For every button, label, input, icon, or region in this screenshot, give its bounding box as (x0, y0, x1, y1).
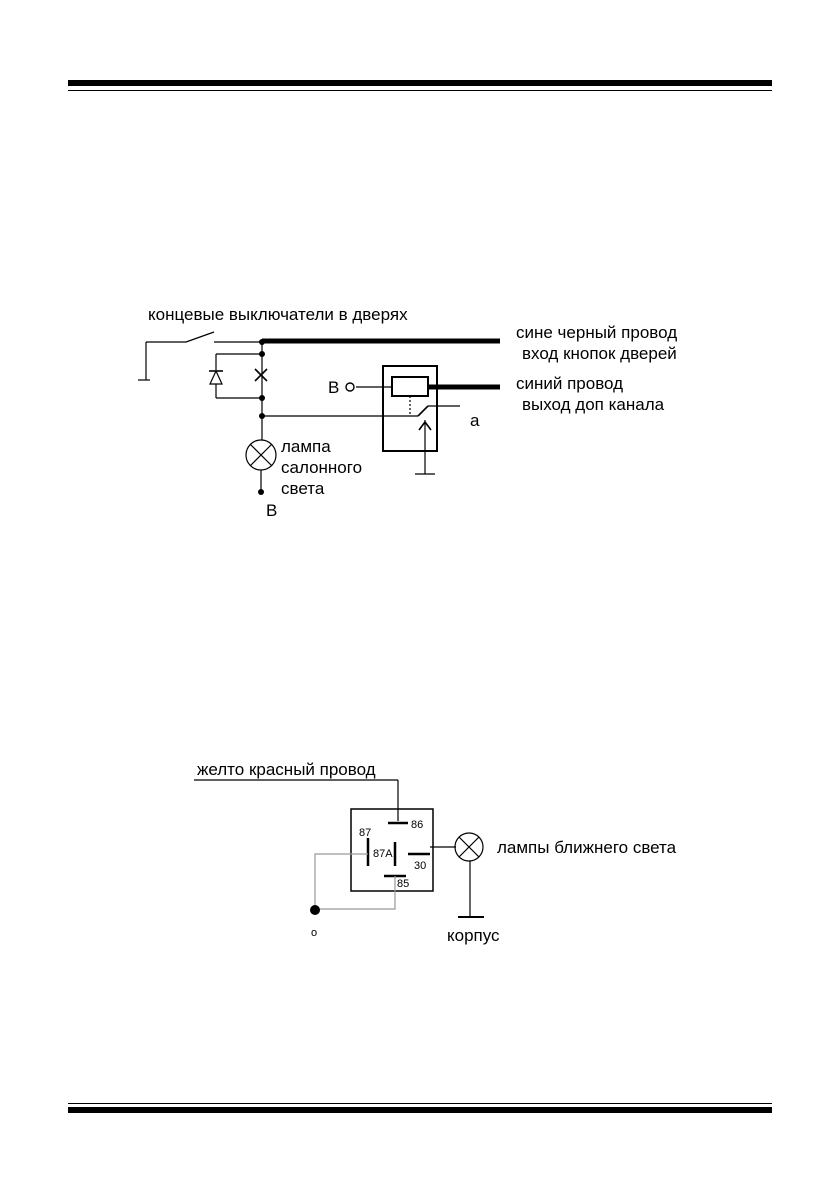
junction-dot (259, 395, 265, 401)
lamp-bottom-terminal-label: B (266, 501, 277, 520)
header-rule-thick (68, 80, 772, 86)
interior-light-diagram (138, 331, 500, 492)
pin-85-label: 85 (397, 878, 409, 890)
lamp-cross (458, 836, 480, 858)
lamp-cross (249, 443, 273, 467)
junction-dot (258, 489, 264, 495)
pin-30-label: 30 (414, 860, 426, 872)
ground-label: корпус (447, 926, 500, 945)
lamp-label-2: салонного (281, 458, 362, 477)
pin-87-label: 87 (359, 827, 371, 839)
lamp-label-1: лампа (281, 437, 331, 456)
junction-dot (259, 339, 265, 345)
low-beam-lamps-label: лампы ближнего света (497, 838, 677, 857)
ground-terminal-dot (310, 905, 320, 915)
blue-black-wire-label-1: сине черный провод (516, 323, 677, 342)
pin-86-label: 86 (411, 819, 423, 831)
blue-wire-label-2: выход доп канала (522, 395, 665, 414)
footer-rule-thin (68, 1103, 772, 1104)
relay-box (382, 365, 438, 452)
low-beam-relay-diagram (194, 779, 484, 918)
blue-wire-label-1: синий провод (516, 374, 623, 393)
diode-symbol (209, 369, 223, 385)
relay-arrow (418, 420, 432, 431)
junction-dot (259, 351, 265, 357)
door-switch-blade (185, 331, 215, 343)
footer-rule-thick (68, 1107, 772, 1113)
relay-coil (391, 376, 429, 397)
junction-dots (258, 339, 265, 495)
relay-coil-terminal-label: B (328, 378, 339, 397)
coil-terminal (345, 382, 355, 392)
low-beam-lamp-circle (454, 832, 484, 862)
door-switches-label: концевые выключатели в дверях (148, 305, 408, 324)
pin87-wire (314, 853, 368, 908)
relay-contact-label: a (470, 411, 480, 430)
junction-dot (259, 413, 265, 419)
blue-black-wire-label-2: вход кнопок дверей (522, 344, 677, 363)
relay-contact-blade (417, 405, 429, 417)
relay-box-2 (350, 808, 434, 892)
pin85-wire (318, 876, 396, 910)
lamp-label-3: света (281, 479, 325, 498)
header-rule-thin (68, 90, 772, 91)
jumper-cross (254, 368, 268, 382)
pin-87a-label: 87A (373, 848, 393, 860)
ground-terminal-symbol: o (311, 927, 317, 939)
yellow-red-wire-label: желто красный провод (197, 760, 376, 779)
